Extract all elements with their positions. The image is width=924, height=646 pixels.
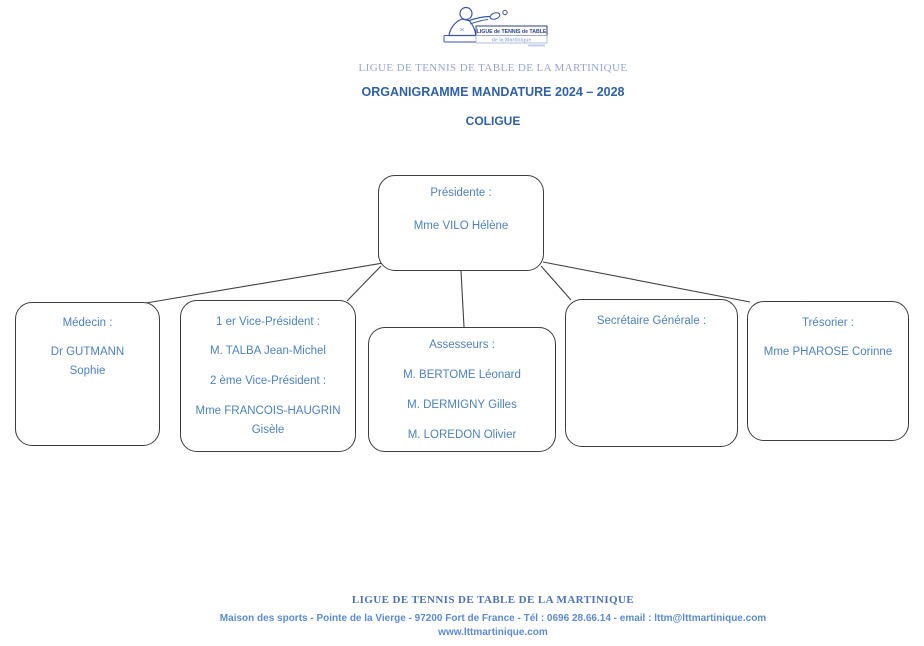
org-box-line: Secrétaire Générale : (596, 315, 707, 327)
logo-banner-text: LIGUE de TENNIS de TABLE (477, 29, 547, 35)
org-box-line: Dr GUTMANN (50, 346, 125, 358)
connector-president-tresorier (542, 261, 751, 303)
logo-banner-subtext: de la Martinique (492, 37, 532, 43)
org-box-assesseurs: Assesseurs : M. BERTOME Léonard M. DERMI… (368, 327, 556, 452)
table-tennis-player-icon: LIGUE de TENNIS de TABLE de la Martiniqu… (443, 6, 548, 47)
logo-fineprint-strip (528, 44, 545, 47)
org-box-line: 1 er Vice-Président : (216, 316, 320, 328)
org-box-line: Sophie (69, 365, 106, 377)
header-doc-title: ORGANIGRAMME MANDATURE 2024 – 2028 (361, 85, 625, 99)
header-org-title: LIGUE DE TENNIS DE TABLE DE LA MARTINIQU… (358, 62, 628, 74)
org-box-secretaire-generale: Secrétaire Générale : (565, 299, 738, 447)
connector-president-medecin (145, 262, 384, 304)
org-box-line: Gisèle (251, 424, 285, 436)
org-box-line: M. LOREDON Olivier (407, 429, 517, 441)
org-box-line: 2 ème Vice-Président : (209, 375, 327, 387)
connector-president-secretaire (540, 265, 572, 301)
org-box-line: M. BERTOME Léonard (403, 369, 521, 381)
org-box-line: Mme PHAROSE Corinne (763, 346, 893, 358)
org-box-presidente: Présidente : Mme VILO Hélène (378, 175, 544, 271)
footer-website: www.lttmartinique.com (438, 627, 548, 638)
org-box-line: Mme FRANCOIS-HAUGRIN (195, 405, 341, 417)
header-doc-subtitle: COLIGUE (465, 114, 521, 128)
connector-president-vicepresidents (346, 265, 382, 302)
org-box-line: M. TALBA Jean-Michel (210, 345, 326, 357)
org-box-line: Médecin : (62, 317, 113, 329)
footer-address: Maison des sports - Pointe de la Vierge … (219, 613, 767, 624)
connector-president-assesseurs (460, 270, 465, 328)
org-box-line: M. DERMIGNY Gilles (407, 399, 517, 411)
league-logo: LIGUE de TENNIS de TABLE de la Martiniqu… (441, 5, 549, 58)
org-box-line: Assesseurs : (429, 339, 495, 351)
org-box-medecin: Médecin : Dr GUTMANN Sophie (15, 302, 160, 446)
org-box-tresorier: Trésorier : Mme PHAROSE Corinne (747, 301, 909, 441)
footer-org-title: LIGUE DE TENNIS DE TABLE DE LA MARTINIQU… (351, 594, 635, 606)
org-box-line: Mme VILO Hélène (413, 220, 509, 232)
org-box-line: Présidente : (430, 187, 492, 199)
org-box-vice-presidents: 1 er Vice-Président : M. TALBA Jean-Mich… (180, 300, 356, 452)
org-box-line: Trésorier : (802, 317, 854, 329)
